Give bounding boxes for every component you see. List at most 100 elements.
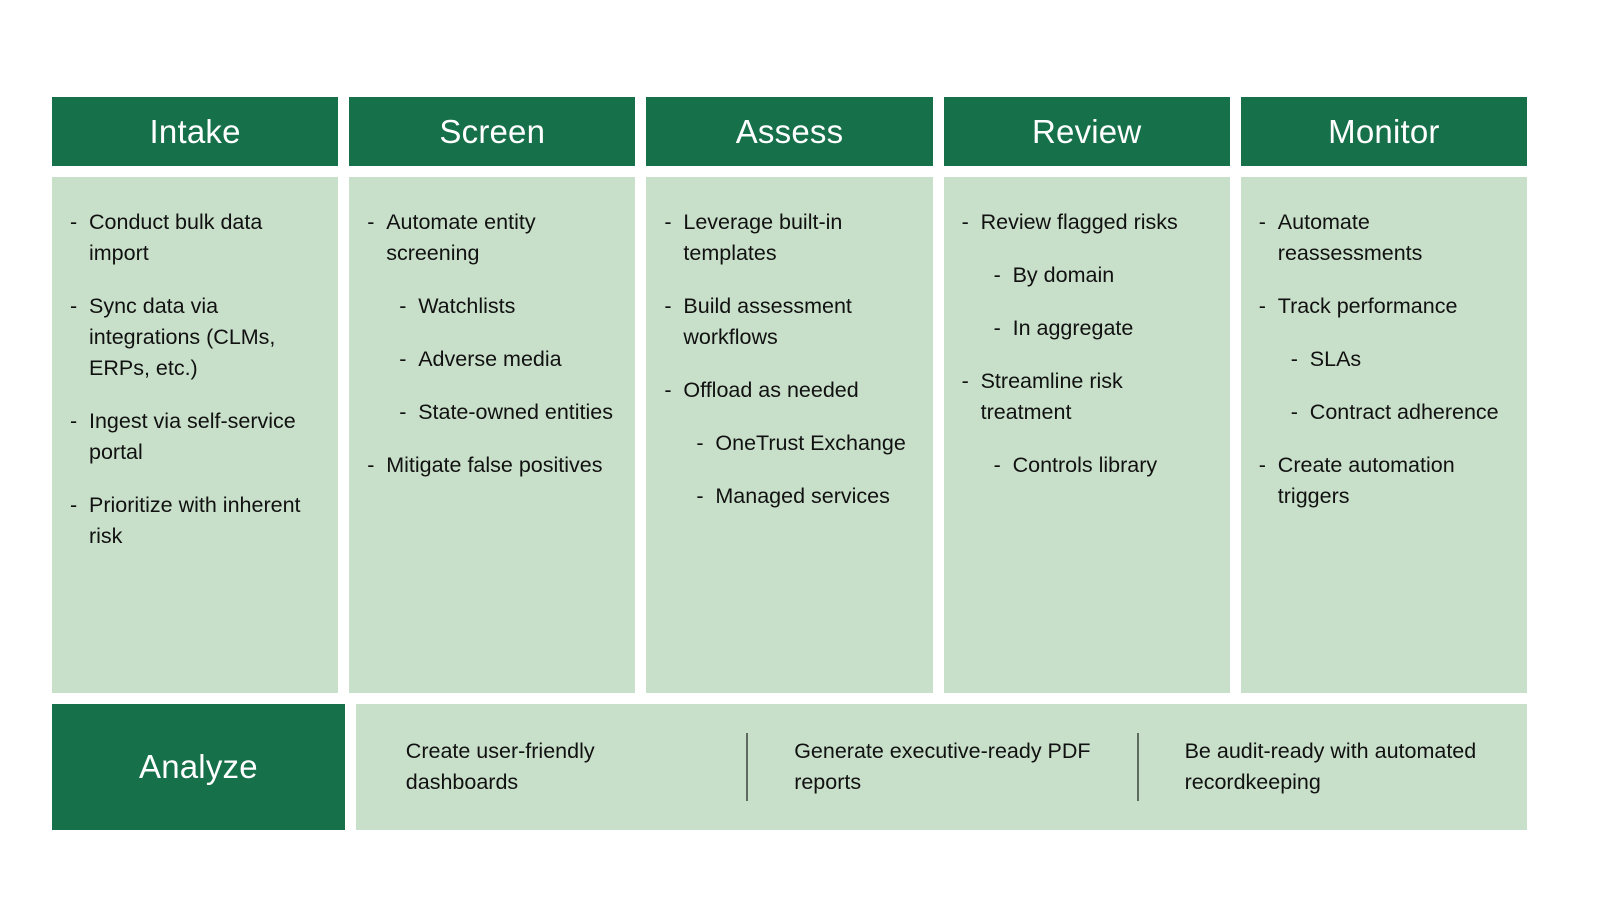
list-item: - Conduct bulk data import — [70, 207, 316, 269]
bullet-dash-icon: - — [961, 368, 969, 393]
list-item: - Automate reassessments — [1259, 207, 1505, 269]
bullet-list-assess: - Leverage built-in templates - Build as… — [664, 207, 910, 512]
bullet-text: Streamline risk treatment — [980, 368, 1123, 424]
bullet-dash-icon: - — [367, 210, 375, 234]
list-item: - Adverse media — [367, 344, 613, 375]
bullet-dash-icon: - — [70, 408, 78, 433]
bullet-dash-icon: - — [70, 293, 78, 318]
bullet-dash-icon: - — [1290, 399, 1298, 424]
list-item: - Ingest via self-service portal — [70, 406, 316, 468]
bullet-dash-icon: - — [70, 210, 78, 234]
bullet-text: Mitigate false positives — [386, 452, 603, 477]
stage-header-screen: Screen — [349, 97, 636, 166]
bullet-text: Create automation triggers — [1277, 452, 1455, 508]
outcome-item: Create user-friendly dashboards — [405, 738, 595, 794]
list-item: - Streamline risk treatment — [962, 366, 1208, 428]
list-item: - Mitigate false positives — [367, 450, 613, 481]
stage-header-monitor: Monitor — [1240, 97, 1527, 166]
lifecycle-diagram: Intake - Conduct bulk data import - Sync… — [52, 97, 1527, 830]
list-item: - Leverage built-in templates — [664, 207, 910, 269]
stage-body-review: - Review flagged risks - By domain - In … — [943, 177, 1230, 693]
bullet-dash-icon: - — [70, 492, 78, 517]
stage-body-intake: - Conduct bulk data import - Sync data v… — [52, 177, 339, 693]
stage-columns: Intake - Conduct bulk data import - Sync… — [52, 97, 1527, 693]
stage-column-intake: Intake - Conduct bulk data import - Sync… — [52, 97, 339, 693]
bullet-dash-icon: - — [993, 315, 1001, 340]
stage-column-review: Review - Review flagged risks - By domai… — [943, 97, 1230, 693]
analyze-header: Analyze — [52, 704, 345, 830]
bullet-text: Watchlists — [418, 293, 516, 318]
stage-column-monitor: Monitor - Automate reassessments - Track… — [1240, 97, 1527, 693]
bullet-list-review: - Review flagged risks - By domain - In … — [962, 207, 1208, 481]
list-item: - In aggregate — [962, 313, 1208, 344]
bullet-text: OneTrust Exchange — [715, 430, 906, 455]
list-item: - Managed services — [664, 481, 910, 512]
stage-body-screen: - Automate entity screening - Watchlists… — [349, 177, 636, 693]
bullet-list-intake: - Conduct bulk data import - Sync data v… — [70, 207, 316, 552]
list-item: - Track performance — [1259, 291, 1505, 322]
list-item: - Prioritize with inherent risk — [70, 490, 316, 552]
list-item: - Contract adherence — [1259, 397, 1505, 428]
bullet-text: Review flagged risks — [980, 210, 1178, 234]
analyze-outcomes: Create user-friendly dashboards Generate… — [355, 704, 1527, 830]
bullet-dash-icon: - — [399, 346, 407, 371]
analyze-row: Analyze Create user-friendly dashboards … — [52, 704, 1527, 830]
list-item: - Controls library — [962, 450, 1208, 481]
bullet-text: Conduct bulk data import — [89, 210, 263, 265]
bullet-text: Leverage built-in templates — [683, 210, 843, 265]
stage-column-screen: Screen - Automate entity screening - Wat… — [349, 97, 636, 693]
bullet-dash-icon: - — [1290, 346, 1298, 371]
bullet-text: Prioritize with inherent risk — [89, 492, 301, 548]
bullet-text: SLAs — [1309, 346, 1362, 371]
bullet-text: By domain — [1012, 262, 1115, 287]
bullet-text: Sync data via integrations (CLMs, ERPs, … — [89, 293, 276, 380]
bullet-dash-icon: - — [399, 293, 407, 318]
bullet-dash-icon: - — [367, 452, 375, 477]
list-item: - Build assessment workflows — [664, 291, 910, 353]
bullet-text: In aggregate — [1012, 315, 1134, 340]
stage-body-assess: - Leverage built-in templates - Build as… — [646, 177, 933, 693]
bullet-dash-icon: - — [1258, 210, 1266, 234]
bullet-dash-icon: - — [399, 399, 407, 424]
bullet-dash-icon: - — [993, 452, 1001, 477]
bullet-text: Track performance — [1277, 293, 1458, 318]
bullet-dash-icon: - — [696, 430, 704, 455]
list-item: - SLAs — [1259, 344, 1505, 375]
bullet-text: Contract adherence — [1309, 399, 1499, 424]
bullet-list-screen: - Automate entity screening - Watchlists… — [367, 207, 613, 481]
bullet-dash-icon: - — [961, 210, 969, 234]
list-item: - State-owned entities — [367, 397, 613, 428]
list-item: - OneTrust Exchange — [664, 428, 910, 459]
list-item: - Offload as needed — [664, 375, 910, 406]
outcome-item: Be audit-ready with automated recordkeep… — [1137, 736, 1527, 798]
bullet-dash-icon: - — [664, 377, 672, 402]
list-item: - Watchlists — [367, 291, 613, 322]
stage-header-assess: Assess — [646, 97, 933, 166]
bullet-text: Ingest via self-service portal — [89, 408, 296, 464]
bullet-text: Managed services — [715, 483, 890, 508]
bullet-text: Automate reassessments — [1277, 210, 1423, 265]
list-item: - Automate entity screening — [367, 207, 613, 269]
list-item: - Sync data via integrations (CLMs, ERPs… — [70, 291, 316, 384]
bullet-text: Adverse media — [418, 346, 562, 371]
bullet-text: Offload as needed — [683, 377, 859, 402]
bullet-dash-icon: - — [664, 293, 672, 318]
bullet-dash-icon: - — [664, 210, 672, 234]
bullet-list-monitor: - Automate reassessments - Track perform… — [1259, 207, 1505, 512]
list-item: - By domain — [962, 260, 1208, 291]
bullet-dash-icon: - — [1258, 293, 1266, 318]
stage-header-review: Review — [943, 97, 1230, 166]
bullet-dash-icon: - — [993, 262, 1001, 287]
list-item: - Review flagged risks — [962, 207, 1208, 238]
bullet-text: Automate entity screening — [386, 210, 536, 265]
bullet-text: Build assessment workflows — [683, 293, 852, 349]
stage-header-intake: Intake — [52, 97, 339, 166]
list-item: - Create automation triggers — [1259, 450, 1505, 512]
bullet-dash-icon: - — [696, 483, 704, 508]
stage-column-assess: Assess - Leverage built-in templates - B… — [646, 97, 933, 693]
bullet-text: Controls library — [1012, 452, 1158, 477]
outcome-item: Generate executive-ready PDF reports — [746, 736, 1136, 798]
stage-body-monitor: - Automate reassessments - Track perform… — [1240, 177, 1527, 693]
bullet-text: State-owned entities — [418, 399, 613, 424]
bullet-dash-icon: - — [1258, 452, 1266, 477]
